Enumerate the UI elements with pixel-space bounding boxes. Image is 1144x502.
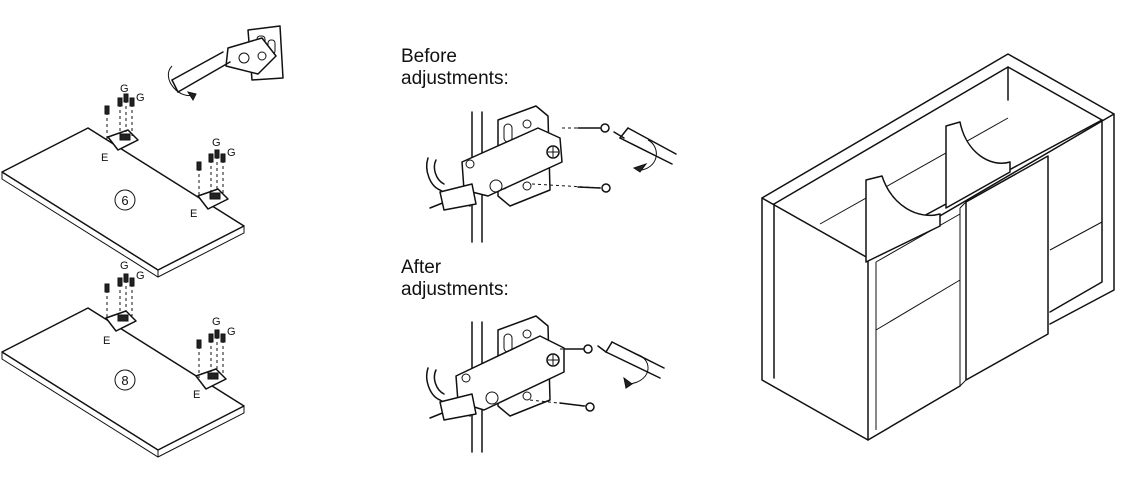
step-number: 6 — [121, 193, 128, 208]
label-g: G — [227, 326, 236, 338]
label-g: G — [120, 83, 129, 95]
label-g: G — [227, 147, 236, 159]
screw-icon — [196, 149, 226, 198]
rotate-arrow-icon — [632, 139, 657, 173]
screw-icon — [531, 183, 611, 193]
screwdriver-icon — [613, 127, 677, 165]
after-heading-line2: adjustments: — [401, 279, 509, 300]
screw-icon — [562, 123, 610, 133]
hinge-before-adjustments — [426, 105, 677, 243]
step-number: 8 — [121, 373, 128, 388]
label-e: E — [103, 335, 110, 347]
rotate-arrow-icon — [167, 65, 197, 102]
screw-icon — [196, 329, 226, 378]
after-adjustments-heading: After adjustments: — [401, 257, 509, 301]
label-e: E — [193, 389, 200, 401]
before-heading-line1: Before — [401, 46, 457, 67]
screw-icon — [560, 344, 593, 354]
label-e: E — [190, 208, 197, 220]
hinge-icon — [107, 129, 139, 151]
label-g: G — [212, 137, 221, 149]
hinge-icon — [195, 368, 227, 390]
label-g: G — [212, 316, 221, 328]
screw-icon — [529, 399, 595, 412]
rotate-arrow-icon — [623, 353, 649, 389]
hinge-icon — [105, 310, 137, 332]
label-g: G — [120, 260, 129, 272]
before-adjustments-heading: Before adjustments: — [401, 46, 509, 90]
screwdriver-icon — [171, 51, 231, 93]
label-e: E — [101, 152, 108, 164]
step-number-circle — [114, 369, 136, 391]
screw-icon — [104, 93, 135, 140]
step-number-circle — [114, 189, 136, 211]
screwdriver-icon — [597, 341, 665, 379]
screw-icon — [104, 273, 135, 320]
assembled-cabinet — [761, 53, 1115, 441]
hinge-mounting-detail — [167, 25, 284, 102]
before-heading-line2: adjustments: — [401, 68, 509, 89]
door-panel-step-6: 6 G G E — [1, 83, 245, 278]
after-heading-line1: After — [401, 257, 442, 278]
door-panel-step-8: 8 G G E — [1, 260, 245, 458]
hinge-after-adjustments — [426, 315, 665, 453]
label-g: G — [136, 92, 145, 104]
label-g: G — [136, 270, 145, 282]
